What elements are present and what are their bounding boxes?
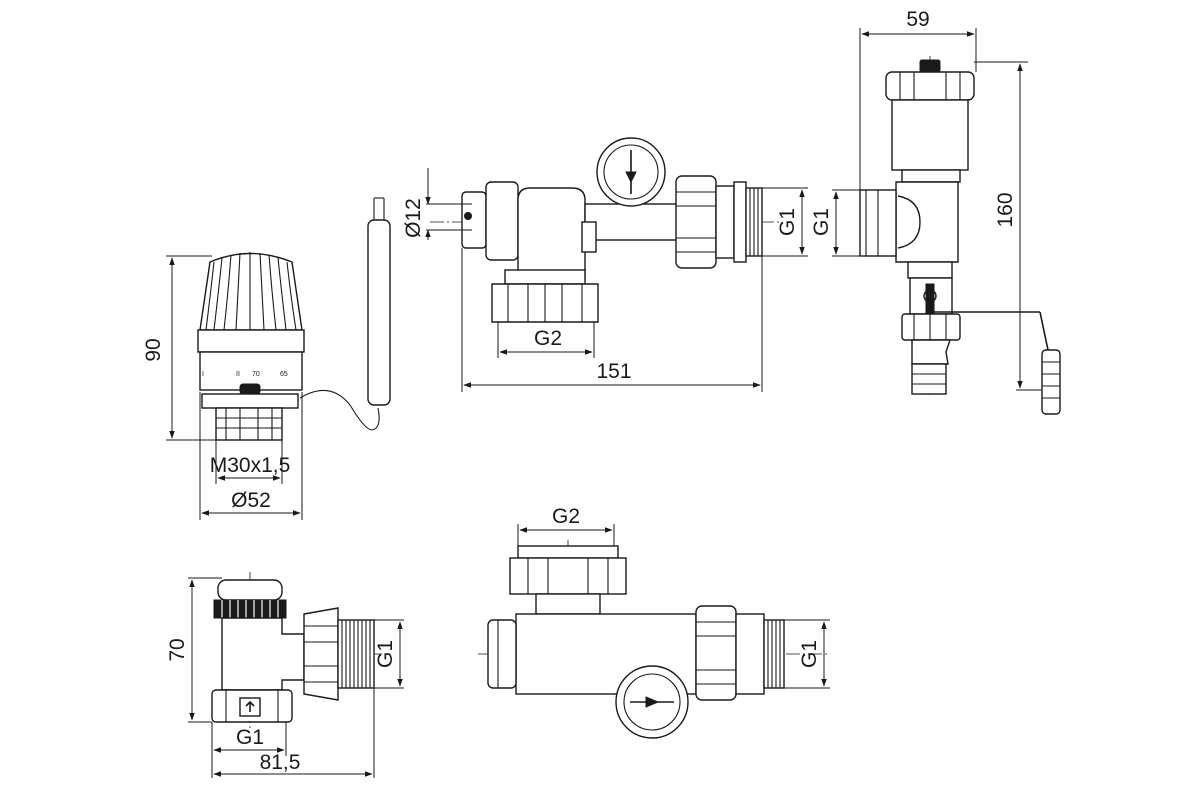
sensor-port — [461, 191, 487, 249]
valve-thread — [337, 619, 375, 689]
dim-mixer-length: 151 — [596, 360, 631, 383]
dim-valve-length: 81,5 — [260, 751, 301, 774]
thermostat-nut — [215, 407, 283, 441]
mixer-union — [675, 175, 717, 269]
thermostat-flange — [201, 393, 299, 409]
valve-cap-ring — [213, 599, 287, 619]
lever-knob — [1041, 349, 1061, 415]
mixing-unit-bottom: G2 G1 — [478, 505, 830, 739]
capillary-tube — [299, 389, 380, 431]
thermostat-ribs — [205, 251, 297, 331]
mixer-main-pipe — [584, 203, 678, 241]
dial-mark-3: 70 — [252, 371, 260, 378]
vent-cap — [885, 71, 975, 101]
dim-mixer-bottom-thread: G2 — [534, 327, 562, 350]
mixer2-top-nut — [509, 557, 627, 595]
valve-union — [303, 607, 339, 701]
valve-handle — [925, 283, 935, 315]
mixer-left-body — [485, 181, 519, 261]
angle-valve: 70 G1 G1 81,5 — [166, 572, 404, 778]
dial-mark-1: I — [202, 371, 204, 378]
dim-mixer-inlet-thread: G1 — [776, 208, 799, 236]
hose-barb — [911, 339, 951, 365]
mixer2-union — [695, 605, 737, 701]
dim-vent-width: 59 — [906, 8, 929, 31]
hose-barb-tip — [911, 363, 947, 395]
dim-mixer2-side-thread: G1 — [798, 640, 821, 668]
mixer2-thread — [763, 619, 785, 689]
valve-cap — [217, 579, 283, 601]
vent-body — [891, 99, 969, 171]
valve-body — [221, 617, 305, 691]
mixing-unit-top: Ø12 G1 G2 151 — [402, 137, 808, 392]
dim-thermostat-diameter: Ø52 — [231, 489, 271, 512]
dial-mark-4: 65 — [280, 371, 288, 378]
dim-thermostat-thread: M30x1,5 — [210, 454, 291, 477]
air-vent-assembly: 59 160 G1 — [810, 8, 1061, 415]
dim-mixer2-top-thread: G2 — [552, 505, 580, 528]
dim-vent-height: 160 — [994, 192, 1017, 227]
mixer2-left-end — [487, 619, 517, 689]
dim-thermostat-height: 90 — [142, 338, 165, 361]
dim-vent-side-thread: G1 — [810, 208, 833, 236]
sensor-bulb — [367, 219, 391, 406]
thermostatic-head: I II 70 65 90 M30x1,5 Ø52 — [142, 197, 391, 520]
dim-sensor-diameter: Ø12 — [402, 198, 425, 238]
mixer-tee — [517, 187, 586, 279]
dial-pointer — [239, 383, 261, 395]
mixer-stub — [581, 221, 597, 253]
dim-valve-outlet-thread: G1 — [374, 640, 397, 668]
thermostat-ring — [197, 329, 305, 353]
dial-mark-2: II — [236, 371, 240, 378]
dim-valve-inlet-thread: G1 — [236, 726, 264, 749]
vent-cap-top — [919, 59, 941, 73]
dim-valve-height: 70 — [166, 638, 189, 661]
